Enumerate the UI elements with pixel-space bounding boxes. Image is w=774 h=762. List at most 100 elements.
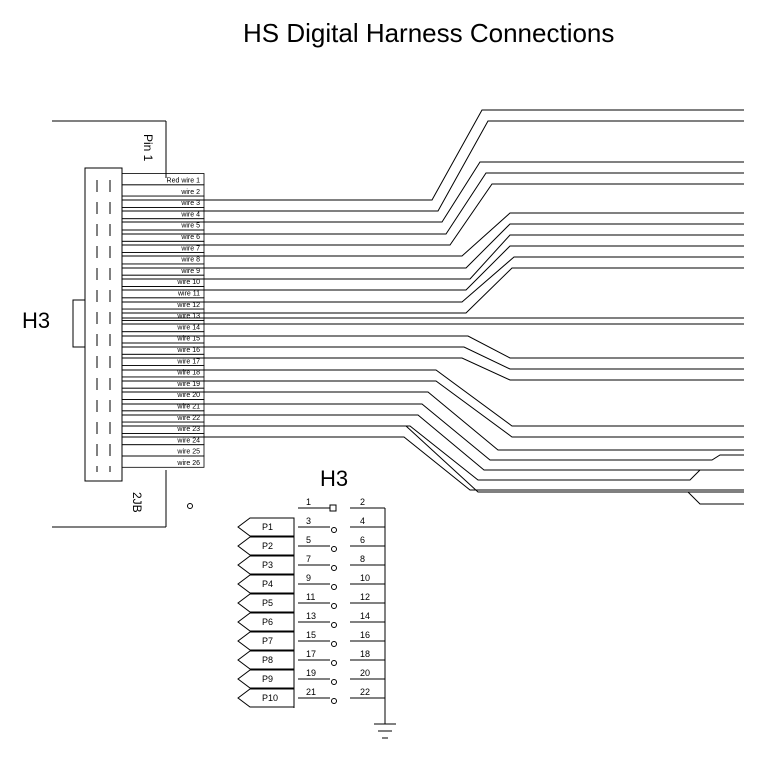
- pin1-label: Pin 1: [141, 134, 155, 162]
- harness-wire: [122, 161, 744, 223]
- even-pin-number: 12: [360, 592, 370, 602]
- odd-pin-number: 1: [306, 497, 311, 507]
- pin-contact: [331, 603, 337, 609]
- wire-label: wire 24: [176, 437, 200, 444]
- odd-pin-number: 3: [306, 516, 311, 526]
- odd-pin-number: 11: [306, 592, 315, 602]
- even-pin-number: 2: [360, 497, 365, 507]
- port-label: P10: [262, 693, 278, 703]
- wire-label: wire 3: [180, 200, 200, 207]
- wire-label: wire 15: [176, 336, 200, 343]
- harness-wire: [122, 109, 744, 201]
- pin-contact: [331, 546, 337, 552]
- pin-contact: [331, 679, 337, 685]
- harness-wire: [122, 234, 744, 280]
- end-label: 2JB: [130, 492, 144, 513]
- even-pin-number: 16: [360, 630, 370, 640]
- pin-contact: [331, 660, 337, 666]
- port-arrow: [237, 631, 295, 651]
- odd-pin-number: 17: [306, 649, 316, 659]
- port-arrow: [237, 612, 295, 632]
- harness-wire: [122, 369, 744, 427]
- even-pin-number: 6: [360, 535, 365, 545]
- wire-label: wire 11: [177, 291, 200, 298]
- wire-label: wire 26: [176, 460, 200, 467]
- harness-wire: [122, 357, 744, 381]
- port-label: P8: [262, 655, 273, 665]
- schematic-label: H3: [320, 466, 348, 491]
- port-label: P1: [262, 522, 273, 532]
- wire-label: wire 22: [176, 415, 200, 422]
- wire-label: wire 20: [176, 392, 200, 399]
- odd-pin-number: 7: [306, 554, 311, 564]
- harness-wire: [122, 267, 744, 314]
- odd-pin-number: 9: [306, 573, 311, 583]
- wire-label: wire 19: [176, 381, 200, 388]
- odd-pin-number: 15: [306, 630, 316, 640]
- wire-label: wire 14: [176, 324, 200, 331]
- harness-wire: [122, 245, 744, 291]
- port-arrow: [237, 555, 295, 575]
- wire-label: wire 8: [180, 257, 200, 264]
- harness-wire: [122, 403, 744, 461]
- port-label: P9: [262, 674, 273, 684]
- port-label: P3: [262, 560, 273, 570]
- harness-wire: [122, 183, 744, 246]
- harness-wire: [122, 172, 744, 235]
- port-label: P7: [262, 636, 273, 646]
- port-label: P4: [262, 579, 273, 589]
- even-pin-number: 4: [360, 516, 365, 526]
- even-pin-number: 20: [360, 668, 370, 678]
- pin-contact: [331, 641, 337, 647]
- schematic-even-pins: 2 4 6 8 10 12 14 16 18 20 22: [350, 497, 385, 699]
- even-pin-number: 8: [360, 554, 365, 564]
- wire-label: wire 12: [176, 302, 200, 309]
- pin1-square: [329, 504, 337, 512]
- port-arrow: [237, 593, 295, 613]
- harness-wire: [122, 425, 744, 481]
- port-label: P6: [262, 617, 273, 627]
- wire-bundle: [122, 109, 744, 505]
- connector-housing: [84, 167, 123, 482]
- wire-label: wire 17: [176, 358, 200, 365]
- odd-pin-number: 19: [306, 668, 316, 678]
- wire-label: wire 18: [176, 370, 200, 377]
- wire-label: Red wire 1: [167, 178, 201, 185]
- connector-label: H3: [22, 308, 50, 333]
- wire-label: wire 4: [180, 211, 200, 218]
- odd-pin-number: 5: [306, 535, 311, 545]
- odd-pin-number: 13: [306, 611, 316, 621]
- wire-label: wire 5: [180, 223, 200, 230]
- harness-wire: [122, 380, 744, 438]
- mount-hole: [187, 503, 193, 509]
- even-pin-number: 14: [360, 611, 370, 621]
- harness-wire: [122, 436, 744, 491]
- port-arrow: [237, 574, 295, 594]
- port-arrow: [237, 536, 295, 556]
- pin-contact: [331, 584, 337, 590]
- port-arrow: [237, 669, 295, 689]
- pin-contact: [331, 622, 337, 628]
- harness-wire: [122, 212, 744, 257]
- even-pin-number: 10: [360, 573, 370, 583]
- port-arrow: [237, 517, 295, 537]
- wire-label: wire 25: [176, 449, 200, 456]
- even-pin-number: 22: [360, 687, 370, 697]
- diagram-title: HS Digital Harness Connections: [243, 18, 614, 48]
- harness-wire: [122, 346, 744, 370]
- even-pin-number: 18: [360, 649, 370, 659]
- pin-contact: [331, 565, 337, 571]
- wire-label: wire 16: [176, 347, 200, 354]
- odd-pin-number: 21: [306, 687, 316, 697]
- harness-wire: [122, 256, 744, 303]
- harness-wire: [478, 491, 744, 505]
- connector-key: [72, 299, 86, 348]
- harness-wire: [122, 391, 744, 451]
- harness-wire: [122, 335, 744, 359]
- harness-wire: [122, 120, 744, 212]
- wire-label: wire 13: [176, 313, 200, 320]
- wire-label: wire 6: [180, 234, 200, 241]
